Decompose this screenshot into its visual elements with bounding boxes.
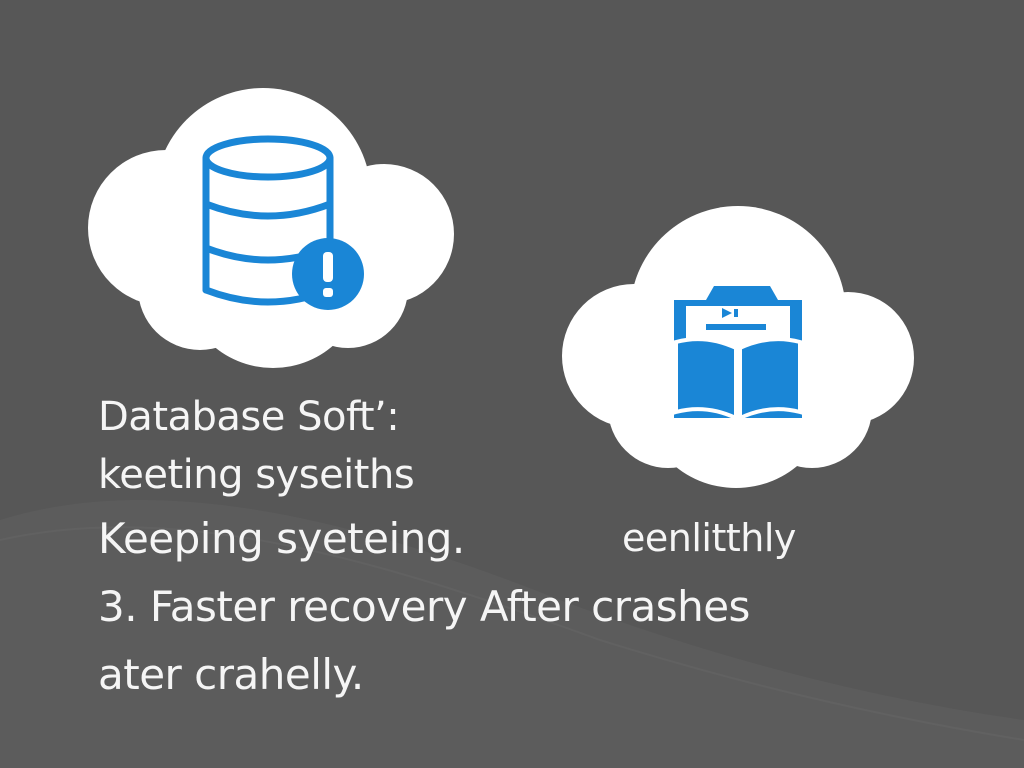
body-line-right: eenlitthly <box>622 516 796 560</box>
backup-book-icon <box>674 286 802 422</box>
subtitle-line: keeting syseiths <box>98 452 415 498</box>
warning-badge-icon <box>292 238 364 310</box>
point-three-line: 3. Faster recovery After crashes <box>98 582 750 631</box>
point-three-continuation: ater crahelly. <box>98 650 364 699</box>
title-line: Database Soft’: <box>98 394 400 440</box>
body-line: Keeping syeteing. <box>98 514 465 563</box>
cloud-database <box>88 88 454 368</box>
cloud-backup <box>562 206 914 488</box>
